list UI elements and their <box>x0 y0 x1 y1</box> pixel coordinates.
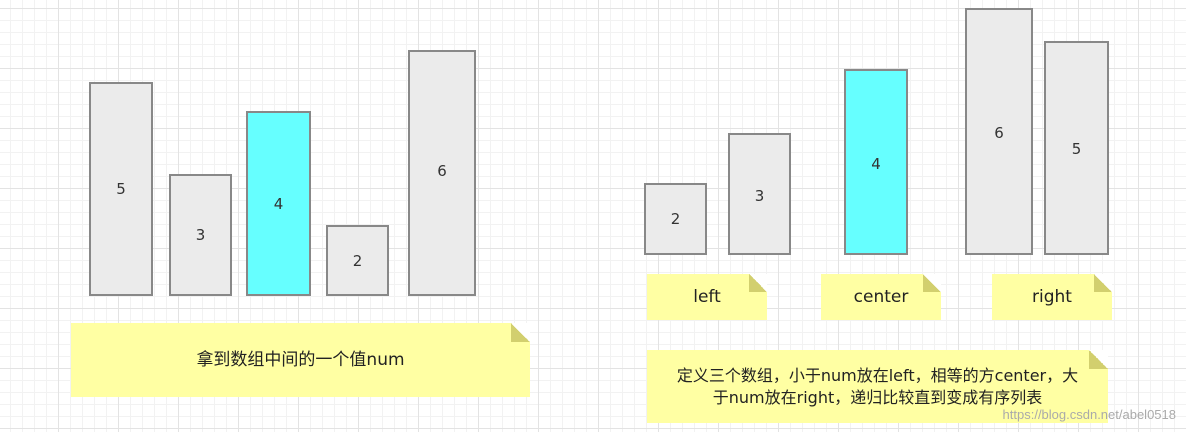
note-fold <box>749 274 767 292</box>
left-bar-3: 3 <box>728 133 791 255</box>
bar-5: 5 <box>89 82 153 296</box>
label-left: left <box>647 274 767 320</box>
bar-4-pivot: 4 <box>246 111 311 296</box>
note-fold <box>923 274 941 292</box>
bar-2: 2 <box>326 225 389 296</box>
watermark: https://blog.csdn.net/abel0518 <box>1002 407 1176 422</box>
bar-value: 5 <box>1071 140 1082 158</box>
bar-value: 3 <box>754 187 765 205</box>
bar-value: 2 <box>670 210 681 228</box>
note-line-2: 于num放在right，递归比较直到变成有序列表 <box>712 387 1043 407</box>
bar-value: 6 <box>994 124 1004 142</box>
bar-value: 3 <box>195 226 206 244</box>
bar-value: 4 <box>273 194 284 213</box>
bar-6: 6 <box>408 50 476 296</box>
note-pivot: 拿到数组中间的一个值num <box>71 323 530 397</box>
label-text: center <box>853 287 909 307</box>
center-bar-4: 4 <box>844 69 908 255</box>
note-partition: 定义三个数组，小于num放在left，相等的方center，大 于num放在ri… <box>647 350 1108 423</box>
left-bar-2: 2 <box>644 183 707 255</box>
bar-value: 4 <box>871 155 881 173</box>
note-fold <box>1094 274 1112 292</box>
right-bar-5: 5 <box>1044 41 1109 255</box>
bar-value: 6 <box>437 162 447 180</box>
note-line-1: 定义三个数组，小于num放在left，相等的方center，大 <box>676 365 1079 385</box>
note-fold <box>1089 350 1108 369</box>
bar-value: 2 <box>352 251 363 270</box>
bar-3: 3 <box>169 174 232 296</box>
right-bar-6: 6 <box>965 8 1033 255</box>
label-text: left <box>693 287 721 307</box>
note-text: 拿到数组中间的一个值num <box>196 350 405 370</box>
label-center: center <box>821 274 941 320</box>
label-text: right <box>1032 287 1072 307</box>
label-right: right <box>992 274 1112 320</box>
bar-value: 5 <box>116 180 126 198</box>
note-fold <box>511 323 530 342</box>
